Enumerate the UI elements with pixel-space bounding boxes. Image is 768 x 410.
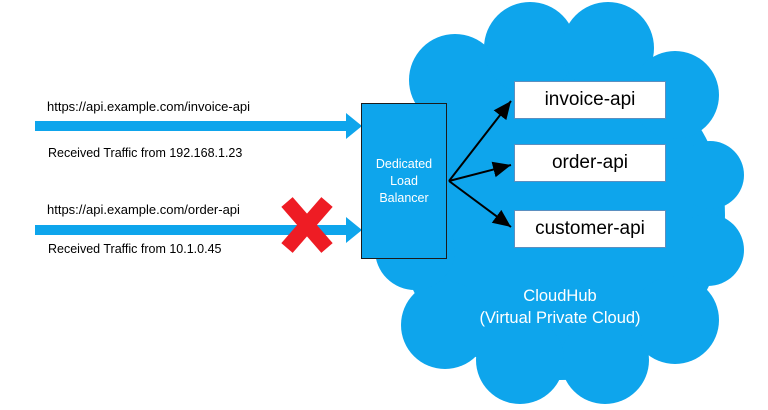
dedicated-load-balancer: Dedicated Load Balancer: [361, 103, 447, 259]
cloudhub-cloud-shape: [374, 2, 744, 404]
cloud-subtitle: (Virtual Private Cloud): [479, 309, 641, 327]
connector-invoice: [448, 100, 512, 182]
order-url-label: https://api.example.com/order-api: [47, 202, 240, 217]
blocked-x-icon: [281, 197, 333, 253]
load-balancer-label-line-3: Balancer: [379, 190, 429, 205]
service-invoice-api: invoice-api: [514, 81, 666, 119]
order-traffic-label: Received Traffic from 10.1.0.45: [48, 242, 222, 256]
invoice-request-arrow: [35, 113, 362, 139]
cloud-title: CloudHub: [523, 287, 597, 305]
service-customer-api: customer-api: [514, 210, 666, 248]
connector-order: [448, 161, 512, 182]
connector-customer: [448, 180, 512, 228]
service-order-api: order-api: [514, 144, 666, 182]
invoice-url-label: https://api.example.com/invoice-api: [47, 99, 251, 114]
load-balancer-label-line-1: Dedicated: [375, 156, 433, 171]
load-balancer-label-line-2: Load: [390, 173, 418, 188]
order-request-arrow: [35, 217, 362, 243]
invoice-traffic-label: Received Traffic from 192.168.1.23: [48, 146, 243, 160]
